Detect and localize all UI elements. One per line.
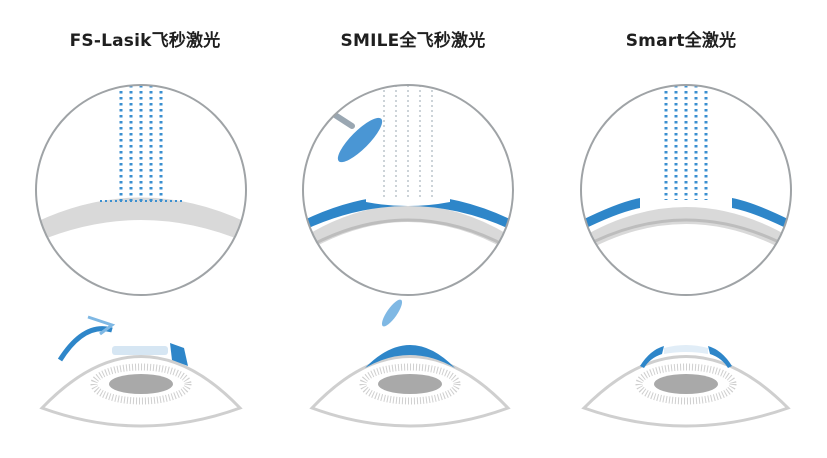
smile-removed-lenticule bbox=[381, 299, 403, 327]
smart-epithelium-right-edge bbox=[708, 346, 732, 368]
smart-epithelium-right bbox=[732, 198, 791, 232]
fs-lasik-flap-hinge bbox=[170, 343, 188, 366]
smile-incision bbox=[398, 338, 422, 345]
fs-lasik-cornea-layer bbox=[36, 197, 246, 245]
smile-blue-cap bbox=[303, 195, 513, 232]
smile-inner-line bbox=[303, 218, 513, 256]
fs-lasik-circle-frame bbox=[35, 84, 247, 296]
smile-magnified-view bbox=[302, 84, 514, 296]
smile-iris bbox=[359, 363, 461, 405]
smart-inner-line bbox=[581, 218, 791, 254]
smile-cornea-layer bbox=[303, 205, 513, 258]
smart-cornea-layer bbox=[581, 207, 791, 258]
fs-lasik-iris bbox=[90, 363, 192, 405]
smile-circle-frame bbox=[302, 84, 514, 296]
fs-lasik-laser-beams bbox=[119, 85, 163, 201]
smile-cap bbox=[365, 345, 455, 368]
smart-iris bbox=[635, 363, 737, 405]
fs-lasik-flap-arrow bbox=[87, 315, 116, 336]
fs-lasik-eye bbox=[39, 315, 243, 428]
smile-extracted-lenticule bbox=[337, 117, 383, 163]
smart-ablation-zone bbox=[664, 345, 708, 354]
smart-eye bbox=[581, 345, 791, 428]
fs-lasik-ablation-zone bbox=[112, 346, 168, 355]
smile-eye bbox=[309, 299, 511, 428]
smile-laser-beams bbox=[383, 85, 433, 200]
fs-lasik-magnified-view bbox=[35, 84, 247, 296]
smart-epithelium-left bbox=[581, 198, 640, 232]
fs-lasik-pupil bbox=[109, 374, 173, 394]
smart-laser-beams bbox=[664, 85, 708, 200]
title-smile: SMILE全飞秒激光 bbox=[340, 31, 486, 51]
fs-lasik-lifted-flap bbox=[57, 326, 113, 362]
smile-forceps bbox=[332, 112, 355, 129]
title-fs-lasik: FS-Lasik飞秒激光 bbox=[69, 31, 221, 51]
smart-epithelium-left-edge bbox=[640, 346, 664, 368]
title-smart: Smart全激光 bbox=[625, 31, 737, 51]
smart-pupil bbox=[654, 374, 718, 394]
smile-pupil bbox=[378, 374, 442, 394]
smart-magnified-view bbox=[580, 84, 792, 296]
smart-circle-frame bbox=[580, 84, 792, 296]
